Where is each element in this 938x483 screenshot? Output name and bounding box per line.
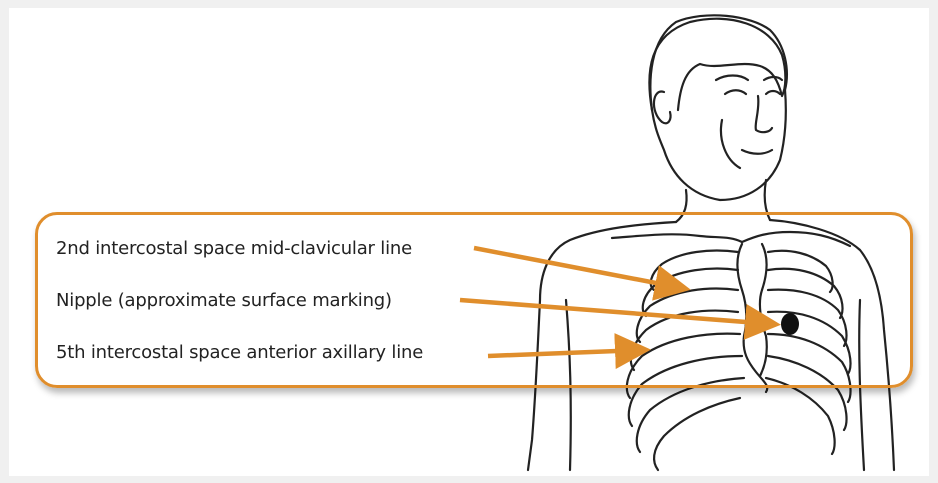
- eye-left: [723, 89, 748, 96]
- neck-left: [674, 188, 688, 224]
- arm-left-inner: [564, 298, 572, 472]
- clavicle-right: [740, 230, 852, 248]
- shoulder-right: [768, 218, 896, 472]
- hair-outline: [648, 17, 787, 112]
- cheek-line: [719, 118, 742, 170]
- eye-right: [764, 89, 782, 96]
- eyebrow-right: [762, 75, 784, 82]
- mouth: [740, 148, 774, 155]
- eyebrow-left: [714, 74, 750, 82]
- label-2nd-intercostal: 2nd intercostal space mid-clavicular lin…: [56, 238, 412, 259]
- clavicle-left: [610, 233, 744, 244]
- nose: [754, 94, 774, 134]
- label-nipple: Nipple (approximate surface marking): [56, 290, 392, 311]
- ear-outline: [652, 90, 672, 125]
- ribs-right: [764, 249, 852, 456]
- neck-right: [763, 178, 772, 222]
- arrow-2nd-intercostal: [473, 245, 691, 301]
- arm-right-inner: [858, 298, 866, 472]
- nipple-marker: [781, 313, 799, 335]
- shoulder-left: [526, 220, 678, 472]
- arrow-5th-intercostal: [487, 333, 651, 370]
- figure-panel: [9, 8, 929, 476]
- arrow-nipple: [459, 297, 781, 340]
- callout-box: [35, 212, 913, 388]
- label-5th-intercostal: 5th intercostal space anterior axillary …: [56, 342, 424, 363]
